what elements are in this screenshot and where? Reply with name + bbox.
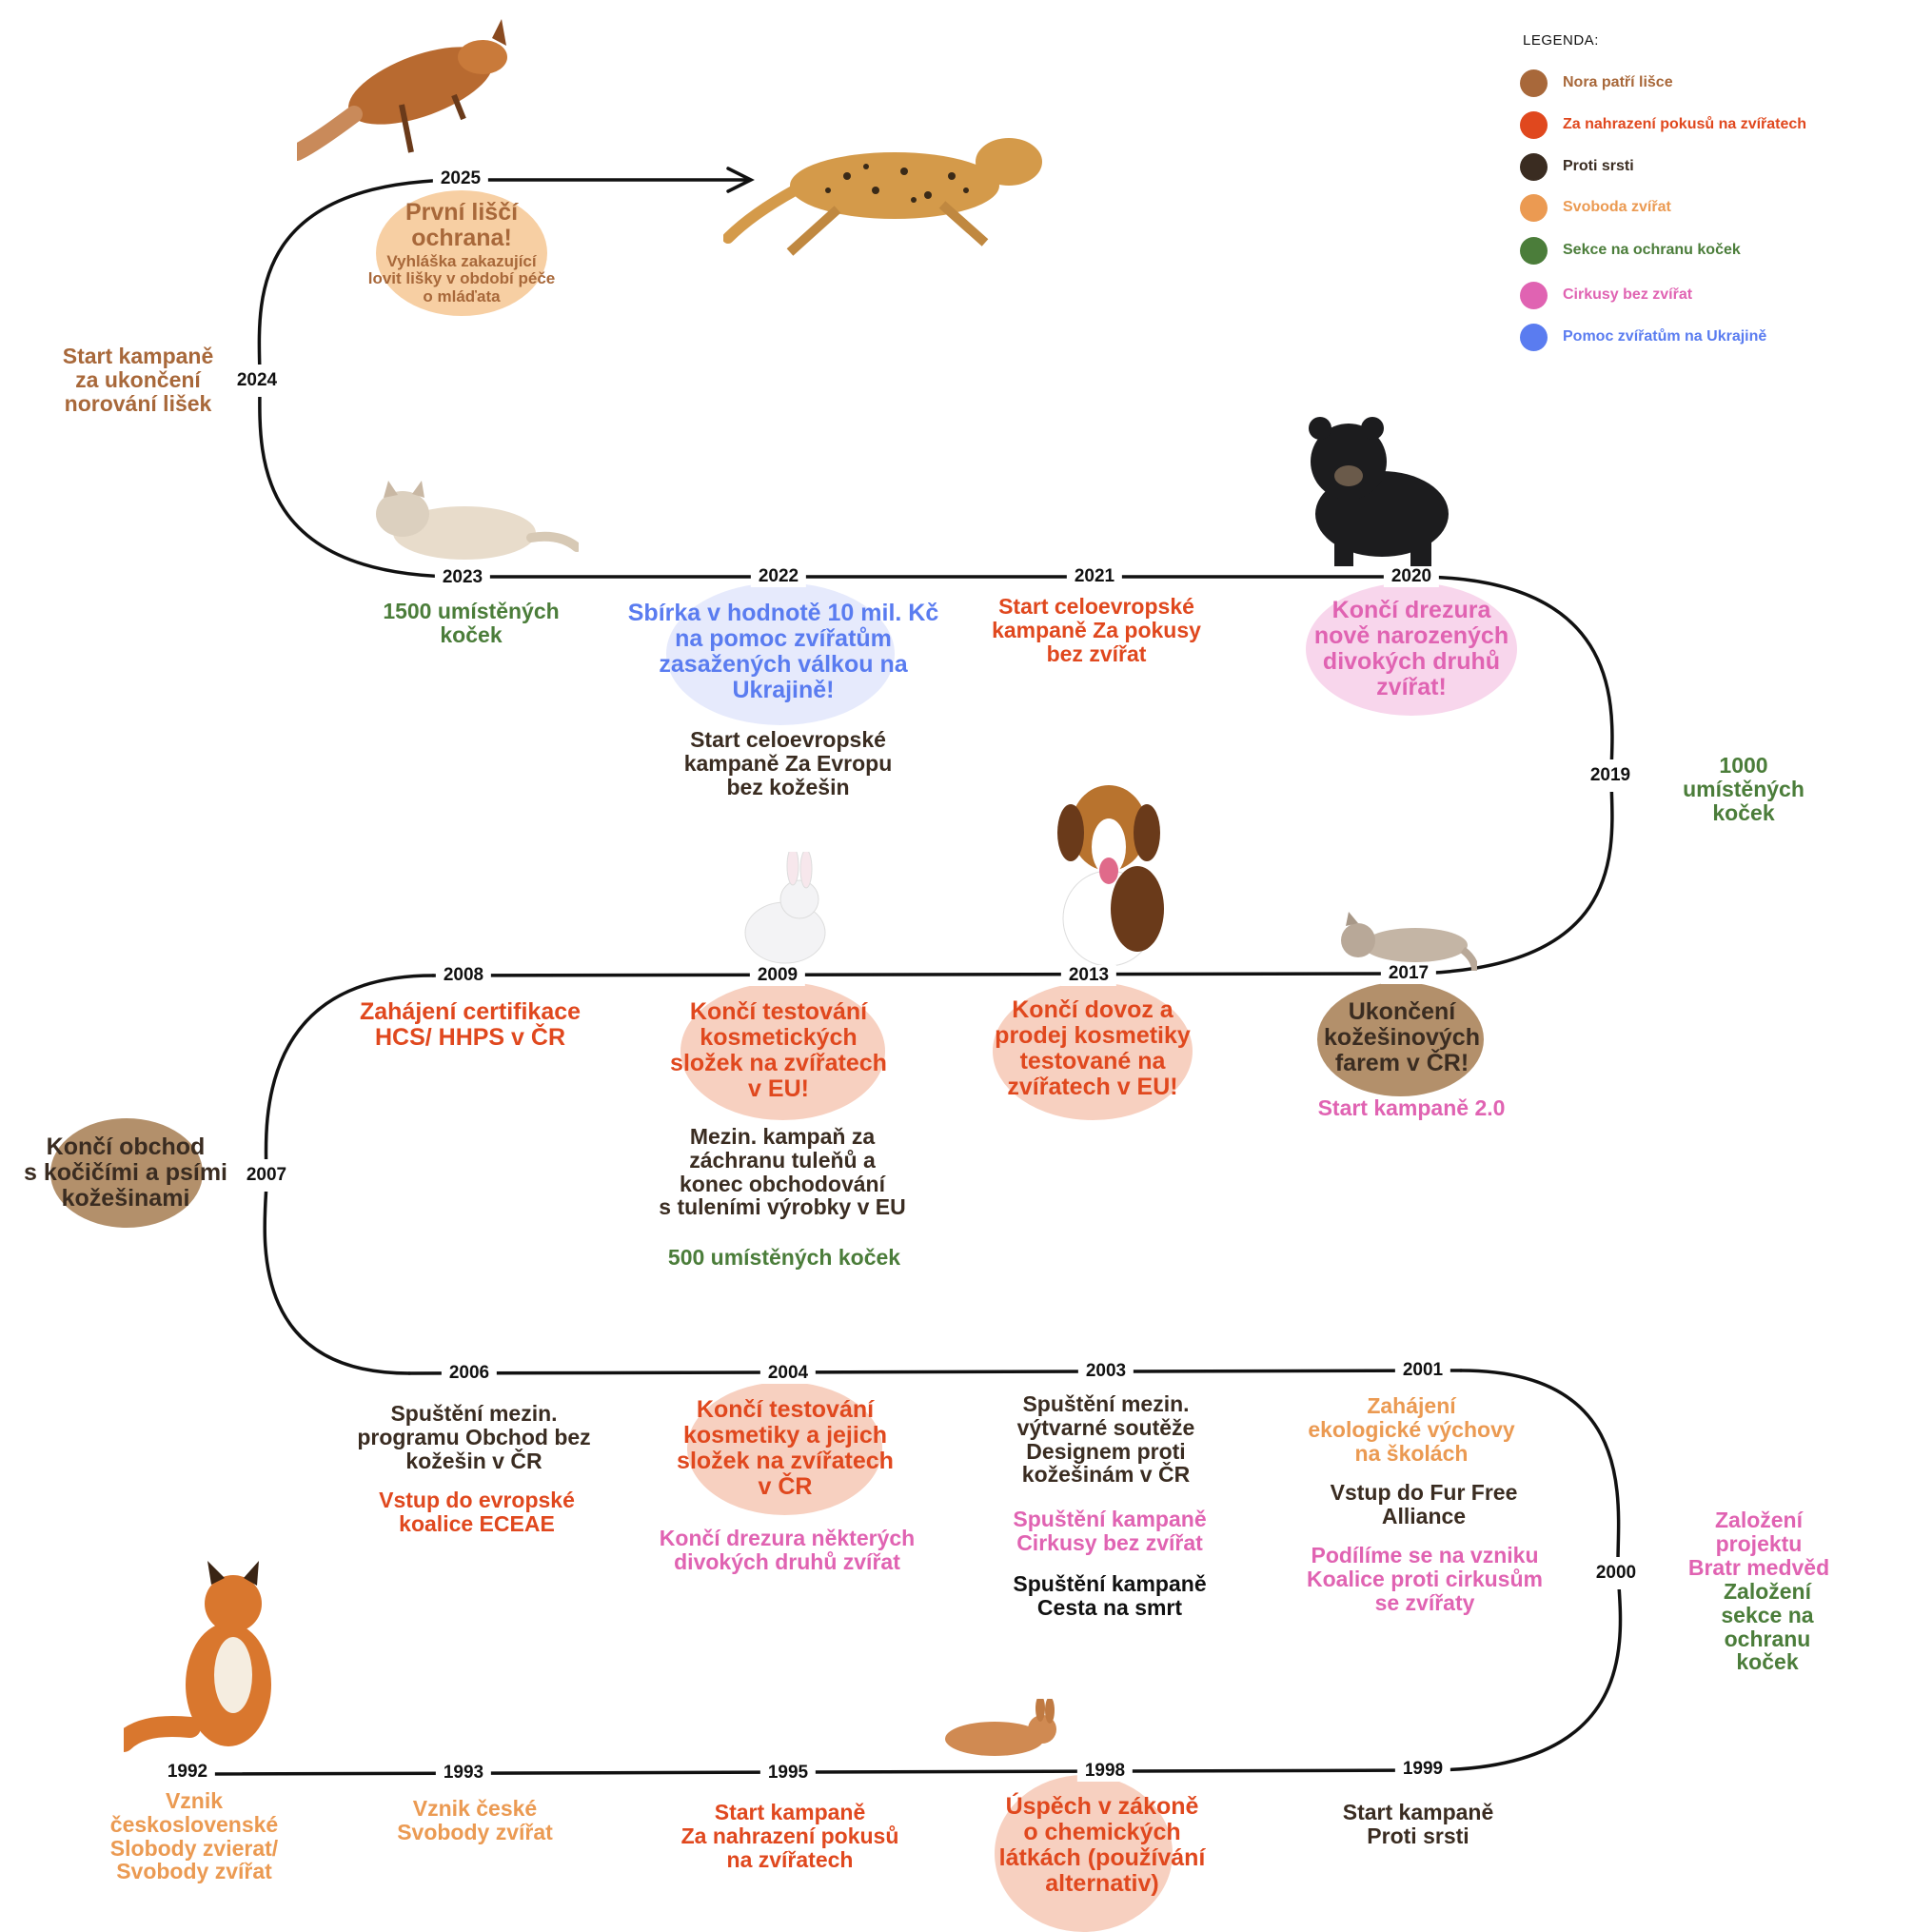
legend-color-dot <box>1520 110 1548 139</box>
event-2003-death-road: Spuštění kampaně Cesta na smrt <box>1013 1571 1207 1620</box>
event-2024: Start kampaně za ukončení norování lišek <box>62 344 214 416</box>
legend-label: Svoboda zvířat <box>1563 199 1671 215</box>
event-2009-seals: Mezin. kampaň za záchranu tuleňů a konec… <box>659 1124 906 1220</box>
year-2009: 2009 <box>749 965 806 986</box>
year-2013: 2013 <box>1060 965 1117 986</box>
event-2023: 1500 umístěných koček <box>383 599 560 647</box>
blob-2013 <box>993 982 1193 1120</box>
event-2009-cats: 500 umístěných koček <box>667 1245 901 1270</box>
event-2001-furfree: Vstup do Fur Free Alliance <box>1330 1480 1518 1528</box>
legend-item: Svoboda zvířat <box>1520 193 1671 222</box>
event-2006-eceae: Vstup do evropské koalice ECEAE <box>379 1488 575 1536</box>
legend-color-dot <box>1520 69 1548 97</box>
year-2019: 2019 <box>1586 759 1635 792</box>
year-2000: 2000 <box>1591 1557 1641 1589</box>
event-2020: Končí drezura nově narozených divokých d… <box>1313 597 1509 700</box>
event-2025-detail: Vyhláška zakazující lovit lišky v období… <box>367 252 556 306</box>
legend-item: Cirkusy bez zvířat <box>1520 281 1692 309</box>
event-2007: Končí obchod s kočičími a psími kožešina… <box>24 1134 227 1212</box>
event-2017-campaign: Start kampaně 2.0 <box>1317 1095 1506 1120</box>
grey-cat-lying-illustration <box>1341 912 1477 972</box>
year-2023: 2023 <box>434 567 491 588</box>
brown-rabbit-illustration <box>945 1699 1056 1756</box>
year-2003: 2003 <box>1077 1361 1134 1382</box>
event-2001-education: Zahájení ekologické výchovy na školách <box>1308 1393 1515 1466</box>
blob-2004 <box>687 1382 882 1515</box>
year-2006: 2006 <box>441 1363 498 1384</box>
legend-item: Nora patří lišce <box>1520 69 1673 97</box>
event-2004-circus: Končí drezura některých divokých druhů z… <box>659 1526 916 1574</box>
cat-lying-illustration <box>376 481 579 560</box>
blob-2009 <box>680 982 885 1120</box>
event-1999: Start kampaně Proti srsti <box>1342 1800 1494 1848</box>
year-2022: 2022 <box>750 566 807 587</box>
legend-color-dot <box>1520 236 1548 265</box>
blob-2025 <box>376 190 547 316</box>
event-2022-ukraine: Sbírka v hodnotě 10 mil. Kč na pomoc zví… <box>627 600 939 703</box>
year-2001: 2001 <box>1394 1360 1451 1381</box>
legend-color-dot <box>1520 281 1548 309</box>
year-1995: 1995 <box>759 1763 817 1784</box>
legend-color-dot <box>1520 323 1548 351</box>
fox-jumping-illustration <box>297 19 507 161</box>
event-2000-cats: Založení sekce na ochranu koček <box>1721 1579 1814 1675</box>
event-2008: Zahájení certifikace HCS/ HHPS v ČR <box>359 998 582 1051</box>
blob-2007 <box>50 1118 203 1228</box>
legend-item: Pomoc zvířatům na Ukrajině <box>1520 323 1766 351</box>
beagle-dog-illustration <box>1057 785 1164 967</box>
event-2004-cosmetics: Končí testování kosmetiky a jejich slože… <box>677 1396 894 1500</box>
year-1999: 1999 <box>1394 1759 1451 1780</box>
legend-label: Nora patří lišce <box>1563 74 1673 90</box>
legend-label: Cirkusy bez zvířat <box>1563 286 1693 303</box>
legend-color-dot <box>1520 193 1548 222</box>
event-2019: 1000 umístěných koček <box>1683 753 1805 825</box>
bear-cub-illustration <box>1309 417 1449 566</box>
cheetah-running-illustration <box>723 138 1042 256</box>
legend-label: Pomoc zvířatům na Ukrajině <box>1563 328 1767 345</box>
year-2017: 2017 <box>1380 963 1437 984</box>
event-2022-fur: Start celoevropské kampaně Za Evropu bez… <box>683 727 893 799</box>
legend-item: Sekce na ochranu koček <box>1520 236 1741 265</box>
event-2025-title: První liščí ochrana! <box>404 199 519 251</box>
event-2017-farms: Ukončení kožešinových farem v ČR! <box>1324 998 1480 1076</box>
blob-2020 <box>1306 582 1517 716</box>
event-2006-program: Spuštění mezin. programu Obchod bez kože… <box>357 1401 591 1473</box>
legend-label: Za nahrazení pokusů na zvířatech <box>1563 116 1807 132</box>
legend-label: Sekce na ochranu koček <box>1563 242 1741 258</box>
year-2008: 2008 <box>435 965 492 986</box>
year-2024: 2024 <box>232 365 282 397</box>
event-2021: Start celoevropské kampaně Za pokusy bez… <box>992 594 1201 666</box>
year-1992: 1992 <box>159 1762 216 1783</box>
blob-2022 <box>666 582 895 725</box>
event-2001-coalition: Podílíme se na vzniku Koalice proti cirk… <box>1307 1543 1543 1615</box>
year-2021: 2021 <box>1066 566 1123 587</box>
year-2007: 2007 <box>242 1159 291 1192</box>
legend-label: Proti srsti <box>1563 158 1634 174</box>
event-1992: Vznik československé Slobody zvierat/ Sv… <box>109 1788 279 1884</box>
event-1993: Vznik české Svobody zvířat <box>397 1796 553 1844</box>
blob-1998 <box>995 1775 1173 1932</box>
legend-item: Za nahrazení pokusů na zvířatech <box>1520 110 1806 139</box>
event-2000-bear: Založení projektu Bratr medvěd <box>1687 1508 1830 1580</box>
event-2003-design: Spuštění mezin. výtvarné soutěže Designe… <box>1016 1391 1195 1488</box>
year-2020: 2020 <box>1383 566 1440 587</box>
blob-2017 <box>1317 982 1484 1096</box>
fox-sitting-illustration <box>124 1561 271 1752</box>
event-2013: Končí dovoz a prodej kosmetiky testované… <box>995 996 1191 1100</box>
year-1998: 1998 <box>1076 1761 1134 1782</box>
year-2004: 2004 <box>759 1363 817 1384</box>
year-1993: 1993 <box>435 1763 492 1784</box>
white-rabbit-illustration <box>744 852 826 964</box>
legend-title: LEGENDA: <box>1523 32 1599 49</box>
event-1995: Start kampaně Za nahrazení pokusů na zví… <box>680 1800 899 1872</box>
legend-item: Proti srsti <box>1520 152 1634 181</box>
legend-color-dot <box>1520 152 1548 181</box>
event-2009-eu: Končí testování kosmetických složek na z… <box>670 998 887 1102</box>
year-2025: 2025 <box>432 168 489 189</box>
event-1998: Úspěch v zákoně o chemických látkách (po… <box>998 1793 1206 1897</box>
event-2003-circus: Spuštění kampaně Cirkusy bez zvířat <box>1013 1507 1207 1555</box>
